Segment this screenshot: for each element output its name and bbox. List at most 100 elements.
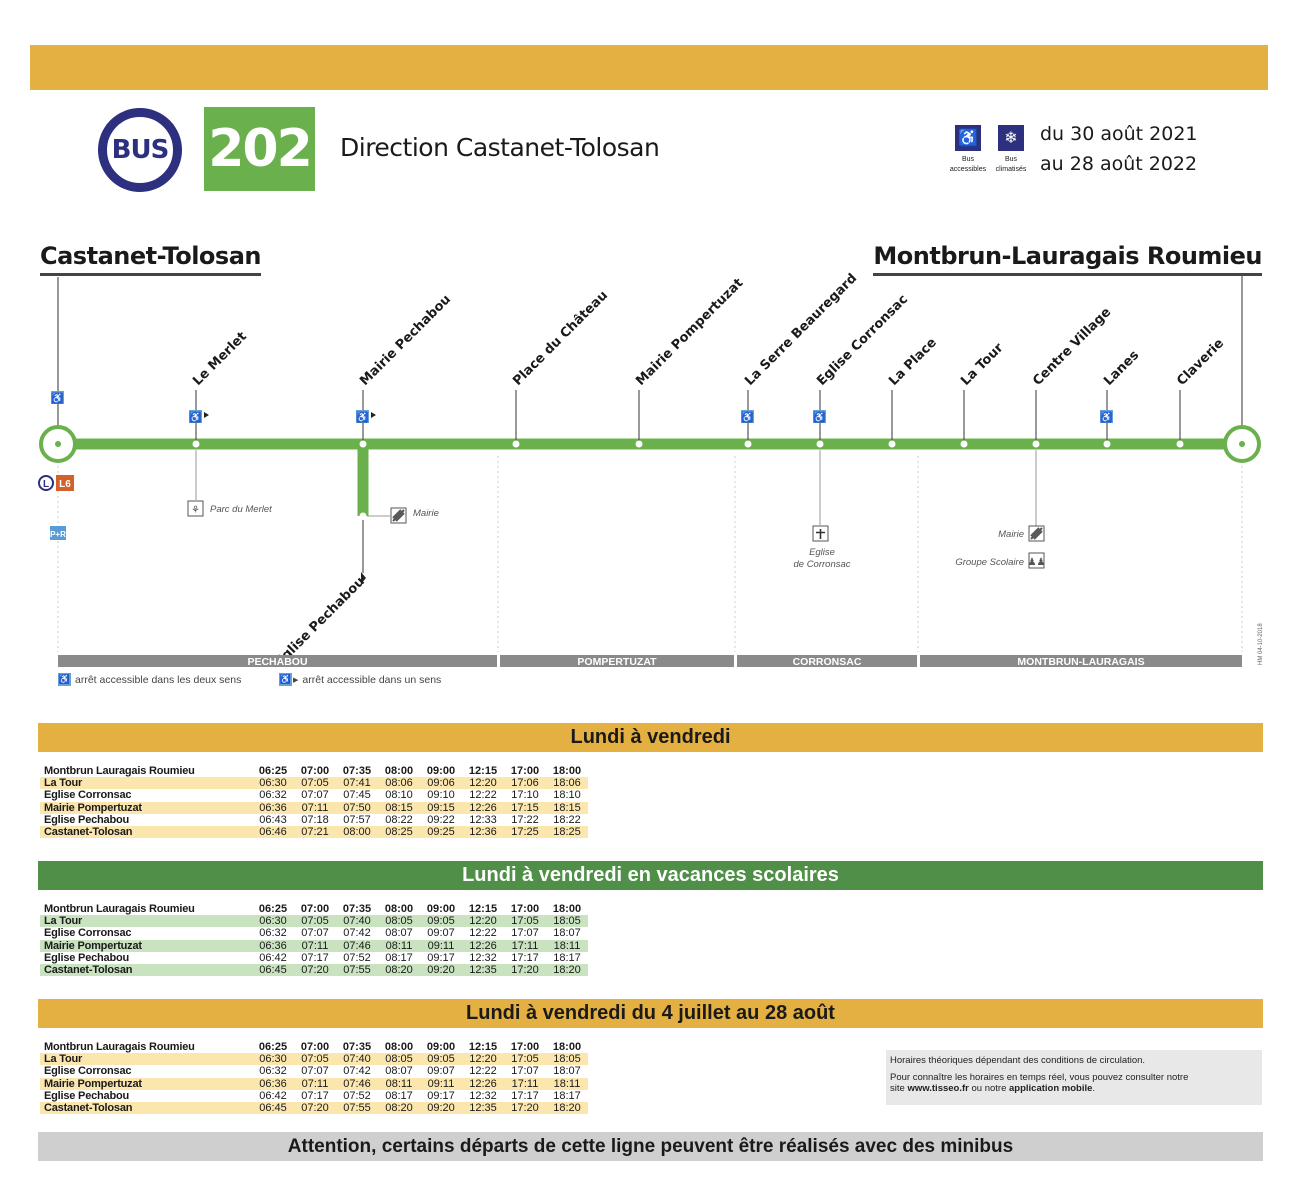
wheelchair-icon: ♿ [279,673,292,686]
terminus-left: Castanet-Tolosan [40,242,261,276]
departure-time: 07:17 [301,1089,329,1102]
metro-l-label: L [43,479,49,490]
snowflake-icon: ❄ [998,125,1024,151]
departure-time: 06:32 [259,1065,287,1078]
wheelchair-glyph: ♿ [189,411,201,424]
commune-label: POMPERTUZAT [577,656,657,668]
stop-name: Castanet-Tolosan [44,1102,133,1115]
band-title: Lundi à vendredi du 4 juillet au 28 août [466,1002,835,1024]
departure-time: 06:32 [259,789,287,802]
info-text: site www.tisseo.fr ou notre application … [890,1083,1258,1094]
departure-time: 06:43 [259,813,287,826]
departure-time: 18:11 [553,1077,581,1090]
terminus-right: Montbrun-Lauragais Roumieu [873,242,1262,276]
departure-time: 06:36 [259,939,287,952]
stop-label: Mairie Pechabou [357,292,454,389]
terminus-dot [55,441,61,447]
stop-label: Centre Village [1030,305,1114,389]
departure-time: 06:42 [259,1089,287,1102]
departure-time: 07:00 [300,1041,330,1053]
departure-time: 17:11 [511,1077,539,1090]
departure-time: 18:20 [553,964,581,977]
band-title: Lundi à vendredi [570,726,731,748]
departure-time: 17:05 [511,1053,539,1066]
departure-time: 12:33 [469,813,497,826]
tree-glyph: ⚘ [191,505,200,516]
info-text: Pour connaître les horaires en temps rée… [890,1072,1189,1083]
departure-time: 18:05 [553,915,581,928]
departure-time: 06:32 [259,927,287,940]
departure-time: 07:41 [343,777,371,790]
stop-dot [816,440,824,448]
wheelchair-glyph: ♿ [741,411,753,424]
departure-time: 07:00 [300,903,330,915]
departure-time: 09:07 [427,1065,455,1078]
departure-time: 18:07 [553,927,581,940]
departure-time: 07:00 [300,765,330,777]
departure-time: 12:32 [469,951,497,964]
departure-time: 12:15 [468,1041,498,1053]
departure-time: 18:00 [552,765,582,777]
app-link[interactable]: application mobile [1009,1083,1093,1094]
poi-label: Eglise [809,547,835,558]
arrow-right-icon: ▶ [293,676,299,684]
departure-time: 18:10 [553,789,581,802]
departure-time: 07:55 [343,1102,371,1115]
departure-time: 07:18 [301,813,329,826]
arrow-down-icon [361,572,366,584]
wheelchair-icon: ♿ [955,125,981,151]
departure-time: 09:11 [427,1077,455,1090]
info-text-part: ou notre [968,1083,1009,1094]
departure-time: 07:05 [301,777,329,790]
departure-time: 07:50 [343,801,371,814]
stop-name: Mairie Pompertuzat [44,801,142,814]
departure-time: 08:00 [384,903,414,915]
departure-time: 12:15 [468,903,498,915]
departure-time: 17:17 [511,951,539,964]
departure-time: 09:00 [426,1041,456,1053]
tisseo-link[interactable]: www.tisseo.fr [907,1083,969,1094]
departure-time: 07:42 [343,1065,371,1078]
departure-time: 07:35 [342,765,372,777]
park-ride-icon [50,526,66,540]
stop-name: Montbrun Lauragais Roumieu [44,1041,195,1053]
legend-one: ♿▶ arrêt accessible dans un sens [279,673,441,686]
poi-label: Parc du Merlet [210,504,272,515]
departure-time: 08:00 [343,826,371,839]
departure-time: 18:05 [553,1053,581,1066]
metro-l-icon [38,475,54,491]
stop-dot [512,440,520,448]
departure-time: 06:45 [259,1102,287,1115]
stop-label: Lanes [1101,348,1142,389]
departure-time: 08:10 [385,789,413,802]
departure-time: 06:46 [259,826,287,839]
departure-time: 17:00 [510,765,540,777]
departure-time: 09:25 [427,826,455,839]
departure-time: 07:07 [301,789,329,802]
commune-label: PECHABOU [247,656,307,668]
wheelchair-icon [1100,410,1113,423]
stop-name: Eglise Pechabou [44,951,130,964]
departure-time: 12:22 [469,927,497,940]
service-label-climatise: Bus climatisés [986,155,1036,175]
departure-time: 06:36 [259,1077,287,1090]
commune-bar [737,655,917,667]
stop-name: La Tour [44,915,83,928]
commune-label: CORRONSAC [793,656,862,668]
departure-time: 08:22 [385,813,413,826]
departure-time: 09:17 [427,1089,455,1102]
departure-time: 17:22 [511,813,539,826]
validity-end: au 28 août 2022 [1040,153,1198,175]
stop-name: La Tour [44,1053,83,1066]
departure-time: 18:06 [553,777,581,790]
departure-time: 09:17 [427,951,455,964]
departure-time: 06:30 [259,1053,287,1066]
departure-time: 18:11 [553,939,581,952]
